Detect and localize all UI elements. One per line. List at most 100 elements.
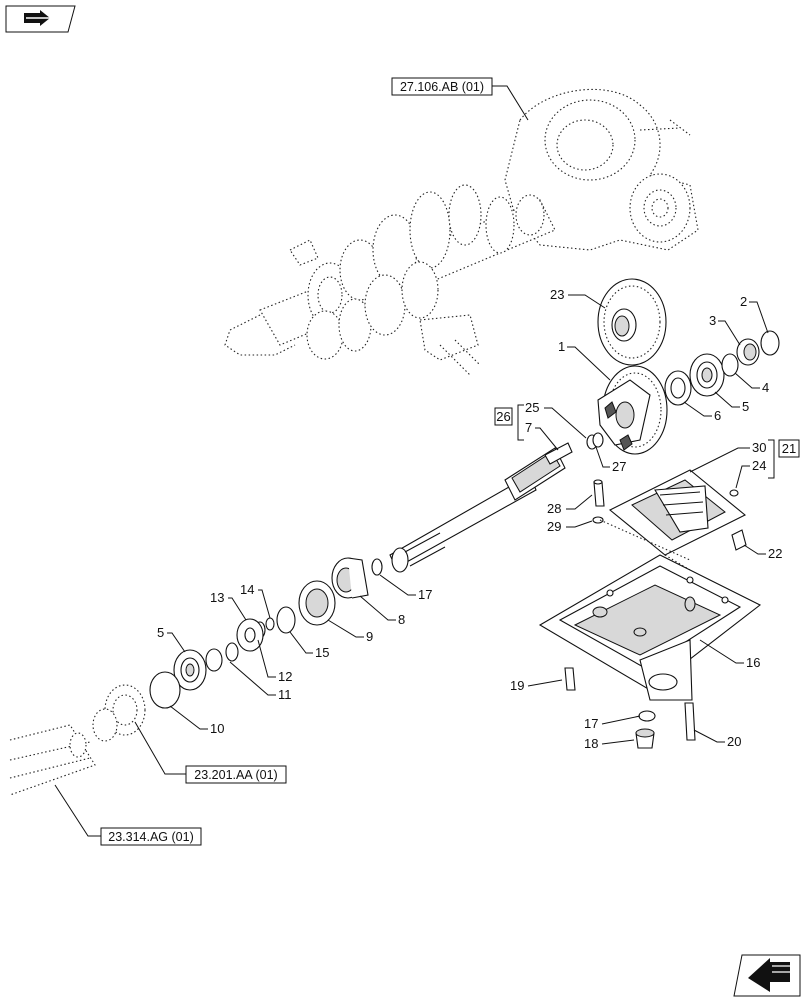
svg-text:10: 10	[210, 721, 224, 736]
reference-middle[interactable]: 23.201.AA (01)	[134, 721, 287, 784]
svg-text:22: 22	[768, 546, 782, 561]
svg-text:3: 3	[709, 313, 716, 328]
ring-29	[592, 516, 604, 524]
svg-text:11: 11	[278, 687, 292, 702]
gear-23	[597, 278, 667, 366]
seal-rings-27	[586, 432, 604, 450]
svg-text:7: 7	[525, 420, 532, 435]
svg-text:2: 2	[740, 294, 747, 309]
callout-17-lower: 17	[584, 715, 641, 731]
svg-text:8: 8	[398, 612, 405, 627]
reference-lower[interactable]: 23.314.AG (01)	[54, 784, 202, 846]
callout-15: 15	[289, 631, 329, 660]
gear-1	[597, 365, 668, 455]
svg-text:5: 5	[742, 399, 749, 414]
svg-text:9: 9	[366, 629, 373, 644]
callout-12: 12	[257, 639, 292, 684]
part-8-hub	[331, 557, 369, 599]
ring-24	[729, 489, 739, 497]
ring-17-lower	[638, 710, 656, 722]
callout-25: 25	[525, 400, 587, 439]
group-box-26: 26	[494, 404, 524, 441]
callout-28: 28	[547, 494, 593, 516]
callout-16: 16	[699, 639, 760, 670]
svg-text:21: 21	[782, 441, 796, 456]
svg-text:27: 27	[612, 459, 626, 474]
svg-text:24: 24	[752, 458, 766, 473]
callout-23: 23	[550, 287, 606, 309]
svg-text:13: 13	[210, 590, 224, 605]
bolt-19	[564, 667, 576, 691]
svg-text:23: 23	[550, 287, 564, 302]
callout-10: 10	[169, 705, 224, 736]
cover-plate-30	[608, 469, 747, 556]
dotted-shaft-23314	[9, 724, 96, 796]
ring-4	[721, 353, 739, 377]
callout-18: 18	[584, 736, 635, 751]
plug-18	[635, 728, 655, 749]
callout-1: 1	[558, 339, 611, 381]
callout-24: 24	[735, 458, 766, 489]
svg-text:14: 14	[240, 582, 254, 597]
svg-text:23.201.AA (01): 23.201.AA (01)	[194, 768, 277, 782]
svg-text:25: 25	[525, 400, 539, 415]
svg-text:20: 20	[727, 734, 741, 749]
svg-text:17: 17	[584, 716, 598, 731]
svg-text:1: 1	[558, 339, 565, 354]
svg-text:15: 15	[315, 645, 329, 660]
callout-5-right: 5	[714, 391, 749, 414]
bearing-3	[736, 338, 760, 366]
dotted-gear-23201	[92, 684, 146, 742]
callout-11: 11	[229, 661, 292, 702]
svg-text:12: 12	[278, 669, 292, 684]
callout-20: 20	[693, 729, 741, 749]
reference-upper[interactable]: 27.106.AB (01)	[391, 77, 529, 121]
callout-9: 9	[327, 619, 373, 644]
bearing-5-left	[173, 649, 207, 691]
svg-text:28: 28	[547, 501, 561, 516]
svg-text:17: 17	[418, 587, 432, 602]
washer-6	[664, 370, 692, 406]
ring-15	[276, 606, 296, 634]
svg-text:16: 16	[746, 655, 760, 670]
callout-19: 19	[510, 678, 563, 693]
callout-27: 27	[595, 446, 626, 474]
disc-13	[236, 618, 264, 652]
svg-text:5: 5	[157, 625, 164, 640]
bearing-5-right	[689, 353, 725, 397]
svg-text:26: 26	[496, 409, 510, 424]
back-arrow-icon[interactable]	[733, 954, 801, 997]
svg-text:4: 4	[762, 380, 769, 395]
housing-16	[538, 554, 762, 701]
bolt-22	[731, 529, 747, 551]
ring-14	[265, 617, 275, 631]
ring-2	[760, 330, 780, 356]
part-9-gear	[298, 580, 336, 626]
callout-6: 6	[683, 401, 721, 423]
pin-28	[593, 479, 605, 507]
callout-2: 2	[740, 294, 769, 334]
svg-text:18: 18	[584, 736, 598, 751]
callout-17-shaft: 17	[379, 574, 432, 602]
callout-4: 4	[734, 372, 769, 395]
svg-text:19: 19	[510, 678, 524, 693]
group-box-21: 21	[768, 439, 800, 479]
svg-text:27.106.AB (01): 27.106.AB (01)	[400, 80, 484, 94]
snap-ring-10	[149, 671, 181, 709]
callout-13: 13	[210, 590, 247, 621]
svg-text:29: 29	[547, 519, 561, 534]
ring-11	[205, 642, 239, 672]
callout-8: 8	[359, 595, 405, 627]
svg-text:23.314.AG (01): 23.314.AG (01)	[108, 830, 193, 844]
book-arrow-icon[interactable]	[5, 5, 76, 33]
callout-22: 22	[743, 544, 782, 561]
callout-29: 29	[547, 519, 593, 534]
callout-3: 3	[709, 313, 741, 346]
callout-30: 30	[689, 440, 766, 473]
main-shaft-7	[389, 442, 573, 573]
dotted-transmission-assembly	[224, 88, 699, 376]
callout-14: 14	[240, 582, 271, 619]
bolt-20	[684, 702, 696, 741]
svg-text:6: 6	[714, 408, 721, 423]
